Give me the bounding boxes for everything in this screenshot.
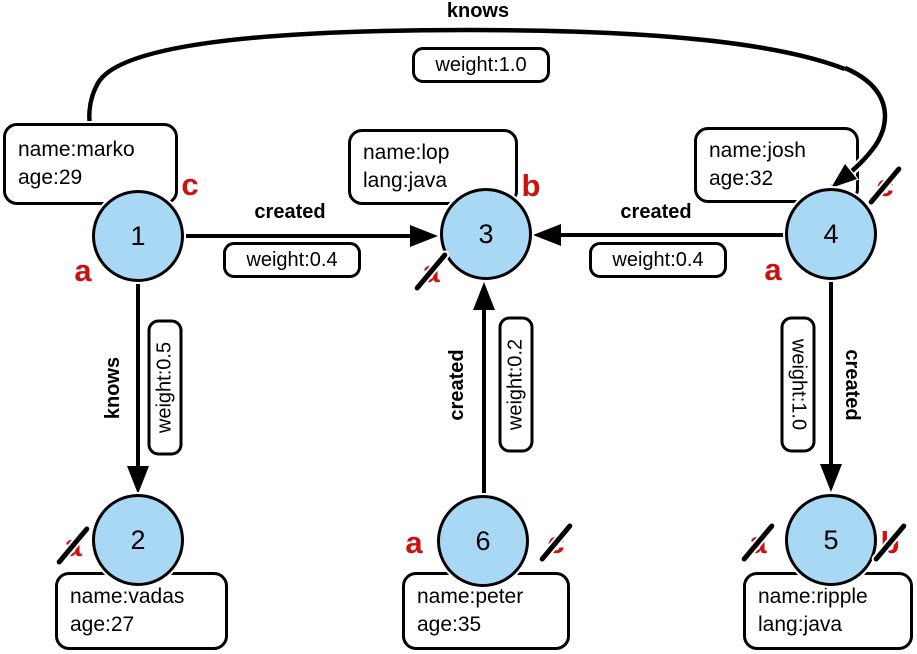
weight-value: weight:0.4 [246,248,338,271]
step-letter: a [74,253,92,288]
weight-box-created-1-3: weight:0.4 [223,242,361,278]
property-line: age:27 [70,613,135,636]
step-marker-node3-right: b [513,168,549,204]
property-line: name:josh [709,139,806,162]
step-marker-node3-left: a [413,251,449,292]
node-6: 6 [437,495,529,587]
property-line: lang:java [758,613,843,636]
node-1-label: 1 [130,220,146,251]
step-marker-node4-left: a [755,252,791,288]
weight-box-created-4-3: weight:0.4 [589,242,727,278]
arrowhead-icon [533,224,561,246]
step-letter: c [181,167,199,202]
step-marker-node1-left: a [65,253,101,289]
node-5: 5 [785,494,877,586]
weight-box-knows-1-4: weight:1.0 [412,47,550,83]
arrowhead-icon [473,282,495,310]
property-line: age:32 [709,167,774,190]
property-line: name:ripple [758,585,868,608]
arrowhead-icon [127,466,149,494]
arrowhead-icon [410,225,438,247]
property-line: name:marko [18,138,135,161]
step-marker-node2-left: a [55,525,91,566]
property-box-josh: name:josh age:32 [694,127,859,203]
property-line: name:vadas [70,585,185,608]
node-1: 1 [92,190,184,282]
node-4: 4 [785,188,877,280]
property-line: age:35 [417,613,482,636]
node-5-label: 5 [823,524,839,555]
edge-label-knows-1-4: knows [446,0,510,22]
property-line: name:lop [363,141,450,164]
node-2-label: 2 [130,524,146,555]
arrowhead-icon [828,161,860,191]
node-6-label: 6 [475,525,491,556]
node-3-label: 3 [478,218,494,249]
edge-label-created-4-3: created [620,201,692,223]
step-letter: a [764,252,782,287]
weight-value: weight:1.0 [435,53,527,76]
weight-value: weight:0.4 [612,248,704,271]
arrowhead-icon [820,464,842,492]
property-line: age:29 [18,166,83,189]
step-marker-node6-right: c [538,522,574,563]
step-marker-node6-left: a [396,525,432,561]
step-letter: b [521,168,541,203]
property-line: name:peter [417,585,524,608]
node-4-label: 4 [823,218,839,249]
edge-label-created-1-3: created [254,201,326,223]
step-marker-node5-right: b [872,522,908,563]
node-2: 2 [92,494,184,586]
step-letter: a [405,525,423,560]
step-marker-node1-right: c [172,167,208,203]
step-marker-node4-right: c [867,165,903,206]
step-marker-node5-left: a [740,522,776,563]
node-3: 3 [440,188,532,280]
property-line: lang:java [363,169,448,192]
property-box-vadas: name:vadas age:27 [55,572,228,650]
